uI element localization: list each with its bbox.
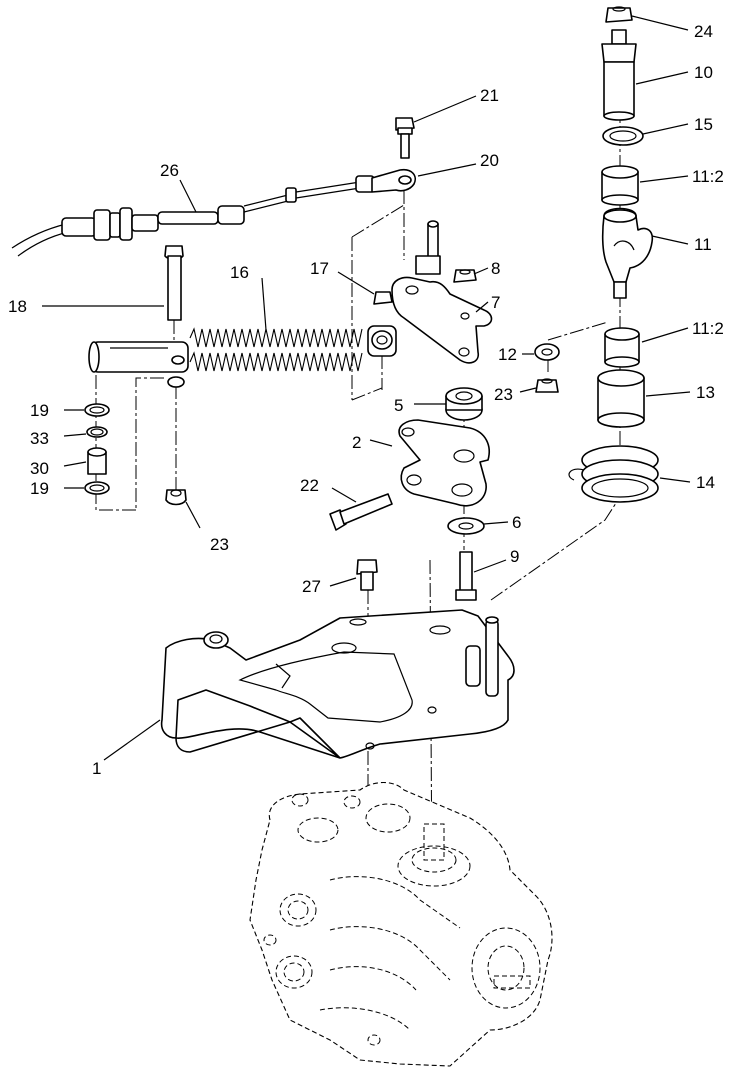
callout-26: 26	[160, 161, 179, 180]
callout-1: 1	[92, 759, 101, 778]
bracket-2	[398, 419, 490, 507]
callout-19-top: 19	[30, 401, 49, 420]
washer-15	[602, 126, 644, 146]
nut-23-center	[535, 378, 559, 393]
bolt-22	[329, 493, 393, 531]
bushing-11-2-top	[601, 165, 639, 206]
sleeve-13	[597, 369, 645, 428]
washer-17	[367, 291, 397, 357]
throttle-cable	[11, 168, 416, 257]
bolt-27	[356, 559, 378, 591]
callout-5: 5	[394, 396, 403, 415]
callout-10: 10	[694, 63, 713, 82]
callout-11-2-bottom: 11:2	[692, 319, 724, 338]
callout-12: 12	[498, 345, 517, 364]
spring-16	[189, 327, 363, 372]
leader-lines	[42, 15, 691, 761]
pin-10	[601, 29, 637, 121]
lever-7	[391, 220, 493, 364]
nut-24	[605, 6, 633, 23]
callout-11-2-top: 11:2	[692, 167, 724, 186]
callout-14: 14	[696, 473, 715, 492]
callout-7: 7	[491, 293, 500, 312]
callout-22: 22	[300, 476, 319, 495]
hydro-pump-ghost	[249, 781, 553, 1067]
bearing-12	[534, 343, 560, 361]
callout-8: 8	[491, 259, 500, 278]
callout-24: 24	[694, 22, 713, 41]
callout-6: 6	[512, 513, 521, 532]
callout-23-center: 23	[494, 385, 513, 404]
nut-8	[453, 269, 477, 283]
callout-16: 16	[230, 263, 249, 282]
callout-11: 11	[694, 235, 712, 254]
callout-30: 30	[30, 459, 49, 478]
arm-11	[601, 207, 654, 299]
callout-15: 15	[694, 115, 713, 134]
callout-20: 20	[480, 151, 499, 170]
bushing-11-2-bottom	[604, 327, 640, 368]
callout-13: 13	[696, 383, 715, 402]
callout-27: 27	[302, 577, 321, 596]
callout-9: 9	[510, 547, 519, 566]
bolt-9	[455, 551, 477, 601]
callout-18: 18	[8, 297, 27, 316]
callout-2: 2	[352, 433, 361, 452]
torsion-spring-14	[568, 445, 659, 503]
swivel-rod	[88, 341, 189, 373]
washer-6	[447, 517, 485, 535]
mounting-plate-1	[160, 609, 515, 759]
bolt-21	[395, 117, 415, 159]
callout-17: 17	[310, 259, 329, 278]
callout-19-bottom: 19	[30, 479, 49, 498]
bushing-5	[445, 387, 483, 421]
left-small-parts	[84, 376, 187, 506]
callout-labels: 1 2 5 6 7 8 9 10 11 11:2 11:2 12 13 14 1…	[8, 22, 724, 778]
callout-21: 21	[480, 86, 499, 105]
bolt-18	[164, 245, 184, 321]
callout-33: 33	[30, 429, 49, 448]
callout-23-left: 23	[210, 535, 229, 554]
